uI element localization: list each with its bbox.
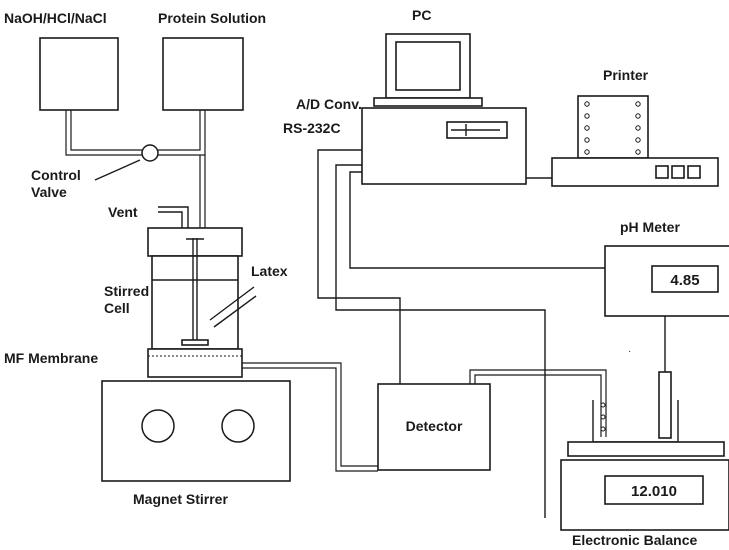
ph-value: 4.85 [670, 272, 699, 289]
ph-electrode [658, 371, 672, 439]
membrane-label: MF Membrane [4, 350, 98, 366]
control-valve-pointer [94, 159, 141, 181]
balance-value: 12.010 [631, 483, 677, 500]
control-valve [141, 144, 159, 162]
balance-pan [567, 441, 725, 457]
vent-pipe [158, 206, 189, 228]
beaker-bubbles [600, 402, 606, 432]
ad-conv-label: A/D Conv. [296, 96, 362, 112]
cell-label: Cell [104, 300, 130, 316]
ph-display [651, 265, 719, 293]
ad-converter [361, 107, 527, 185]
electronic-balance-label: Electronic Balance [572, 532, 697, 548]
detector-label: Detector [406, 418, 463, 434]
printer-label: Printer [603, 67, 649, 83]
vent-label: Vent [108, 204, 138, 220]
naoh-label: NaOH/HCl/NaCl [4, 10, 107, 26]
printer-paper-holes [584, 101, 641, 155]
magnet-stirrer-label: Magnet Stirrer [133, 491, 228, 507]
printer-button-1 [655, 165, 669, 179]
ph-meter-label: pH Meter [620, 219, 680, 235]
detector-unit [377, 383, 491, 471]
pc-stand [373, 97, 483, 107]
control-label: Control [31, 167, 81, 183]
protein-label: Protein Solution [158, 10, 266, 26]
cell-cap [147, 227, 243, 257]
magnet-stirrer-unit [101, 380, 291, 482]
protein-reservoir [162, 37, 244, 111]
pc-screen [395, 41, 461, 91]
balance-display [604, 475, 704, 505]
stirred-label: Stirred [104, 283, 149, 299]
printer-button-3 [687, 165, 701, 179]
stir-bar [181, 339, 209, 346]
stirrer-knob-right [221, 409, 255, 443]
mf-membrane [147, 348, 243, 378]
printer-button-2 [671, 165, 685, 179]
rs232c-label: RS-232C [283, 120, 341, 136]
valve-label: Valve [31, 184, 67, 200]
cell-body [151, 255, 239, 350]
latex-pointer-2 [213, 295, 257, 328]
stray-mark: · [628, 346, 631, 357]
latex-pointer-1 [209, 286, 255, 321]
latex-label: Latex [251, 263, 288, 279]
naoh-reservoir [39, 37, 119, 111]
signal-cables [317, 149, 605, 518]
pc-label: PC [412, 7, 431, 23]
stirrer-knob-left [141, 409, 175, 443]
reservoir-tubing [65, 110, 206, 228]
